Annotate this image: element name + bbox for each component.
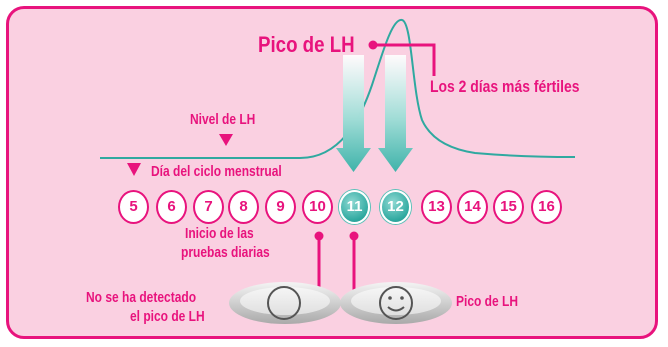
cycle-day-label: Día del ciclo menstrual [151, 163, 282, 180]
fertile-arrow-day-11 [336, 55, 371, 172]
smiley-icon [379, 286, 413, 320]
not-detected-label-line2: el pico de LH [130, 308, 205, 325]
cycle-day-9: 9 [265, 190, 296, 224]
cycle-day-12: 12 [380, 190, 411, 224]
cycle-day-15: 15 [493, 190, 524, 224]
peak-label-top: Pico de LH [258, 32, 355, 57]
fertile-arrow-day-12 [378, 55, 413, 172]
cycle-day-13: 13 [421, 190, 452, 224]
cycle-day-6: 6 [156, 190, 187, 224]
not-detected-label-line1: No se ha detectado [86, 289, 197, 306]
fertile-days-label: Los 2 días más fértiles [430, 77, 580, 96]
cycle-day-7: 7 [193, 190, 224, 224]
cycle-day-marker [127, 163, 141, 176]
circle-icon [267, 286, 301, 320]
peak-connector [373, 43, 436, 76]
lh-level-label: Nivel de LH [190, 111, 256, 128]
test-start-label-line1: Inicio de las [185, 225, 254, 242]
test-start-label-line2: pruebas diarias [181, 244, 270, 261]
cycle-day-10: 10 [302, 190, 333, 224]
cycle-day-5: 5 [118, 190, 149, 224]
diagram-panel [6, 6, 658, 339]
cycle-day-16: 16 [531, 190, 562, 224]
lh-level-marker [219, 134, 233, 146]
peak-result-label: Pico de LH [456, 293, 519, 310]
cycle-day-8: 8 [228, 190, 259, 224]
cycle-day-14: 14 [457, 190, 488, 224]
cycle-day-11: 11 [339, 190, 370, 224]
